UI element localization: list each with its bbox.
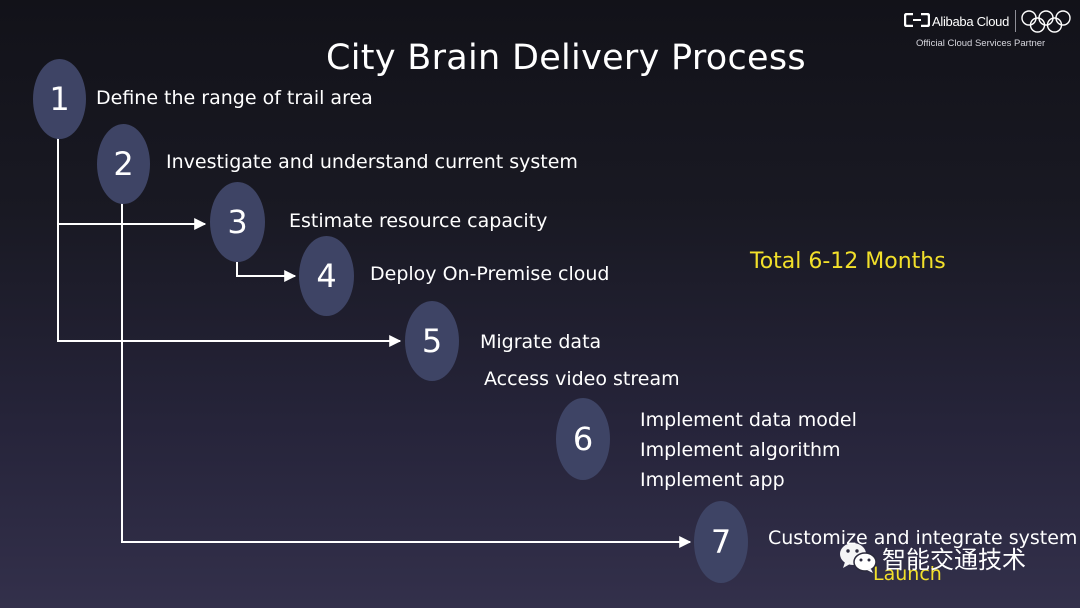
connector-3-to-4 [236, 262, 297, 282]
step-5-label: Migrate data [480, 331, 602, 353]
step-3-label: Estimate resource capacity [289, 210, 548, 232]
step-5-node: 5 [405, 301, 459, 381]
step-5-extra: Access video stream [484, 368, 680, 390]
step-1-label: Define the range of trail area [96, 87, 373, 109]
step-1-node: 1 [33, 59, 86, 139]
alibaba-cloud-icon [904, 13, 930, 27]
slide-title: City Brain Delivery Process [326, 38, 806, 78]
connector-2-to-7 [121, 203, 692, 548]
step-1-number: 1 [49, 80, 70, 118]
step-3-number: 3 [227, 203, 248, 241]
step-7-node: 7 [694, 501, 748, 583]
step-5-number: 5 [421, 322, 443, 360]
logo-brand-text: Alibaba Cloud [932, 14, 1010, 29]
step-3-node: 3 [210, 182, 265, 262]
watermark-text: 智能交通技术 [882, 546, 1026, 574]
step-4-label: Deploy On-Premise cloud [370, 263, 610, 285]
watermark: 智能交通技术 [838, 540, 1026, 575]
step-6-line-3: Implement app [640, 469, 785, 491]
logo-partner-text: Official Cloud Services Partner [916, 38, 1046, 49]
step-2-node: 2 [97, 124, 150, 204]
step-7-number: 7 [710, 523, 732, 561]
wechat-icon [840, 542, 877, 573]
step-6-node: 6 [556, 398, 610, 480]
step-4-number: 4 [316, 257, 337, 295]
step-6-number: 6 [572, 420, 594, 458]
alibaba-cloud-logo: Alibaba Cloud Official Cloud Services Pa… [904, 10, 1074, 50]
step-7-label: Customize and integrate system [768, 527, 1078, 549]
step-6-line-1: Implement data model [640, 409, 857, 431]
logo-divider [1015, 10, 1016, 32]
step-2-number: 2 [113, 145, 134, 183]
total-duration: Total 6-12 Months [750, 249, 946, 274]
connector-1-to-5 [57, 224, 402, 347]
step-6-line-2: Implement algorithm [640, 439, 841, 461]
step-7-extra: Launch [873, 563, 942, 585]
step-2-label: Investigate and understand current syste… [166, 151, 578, 173]
olympic-rings-icon [1021, 10, 1071, 33]
step-4-node: 4 [299, 236, 354, 316]
